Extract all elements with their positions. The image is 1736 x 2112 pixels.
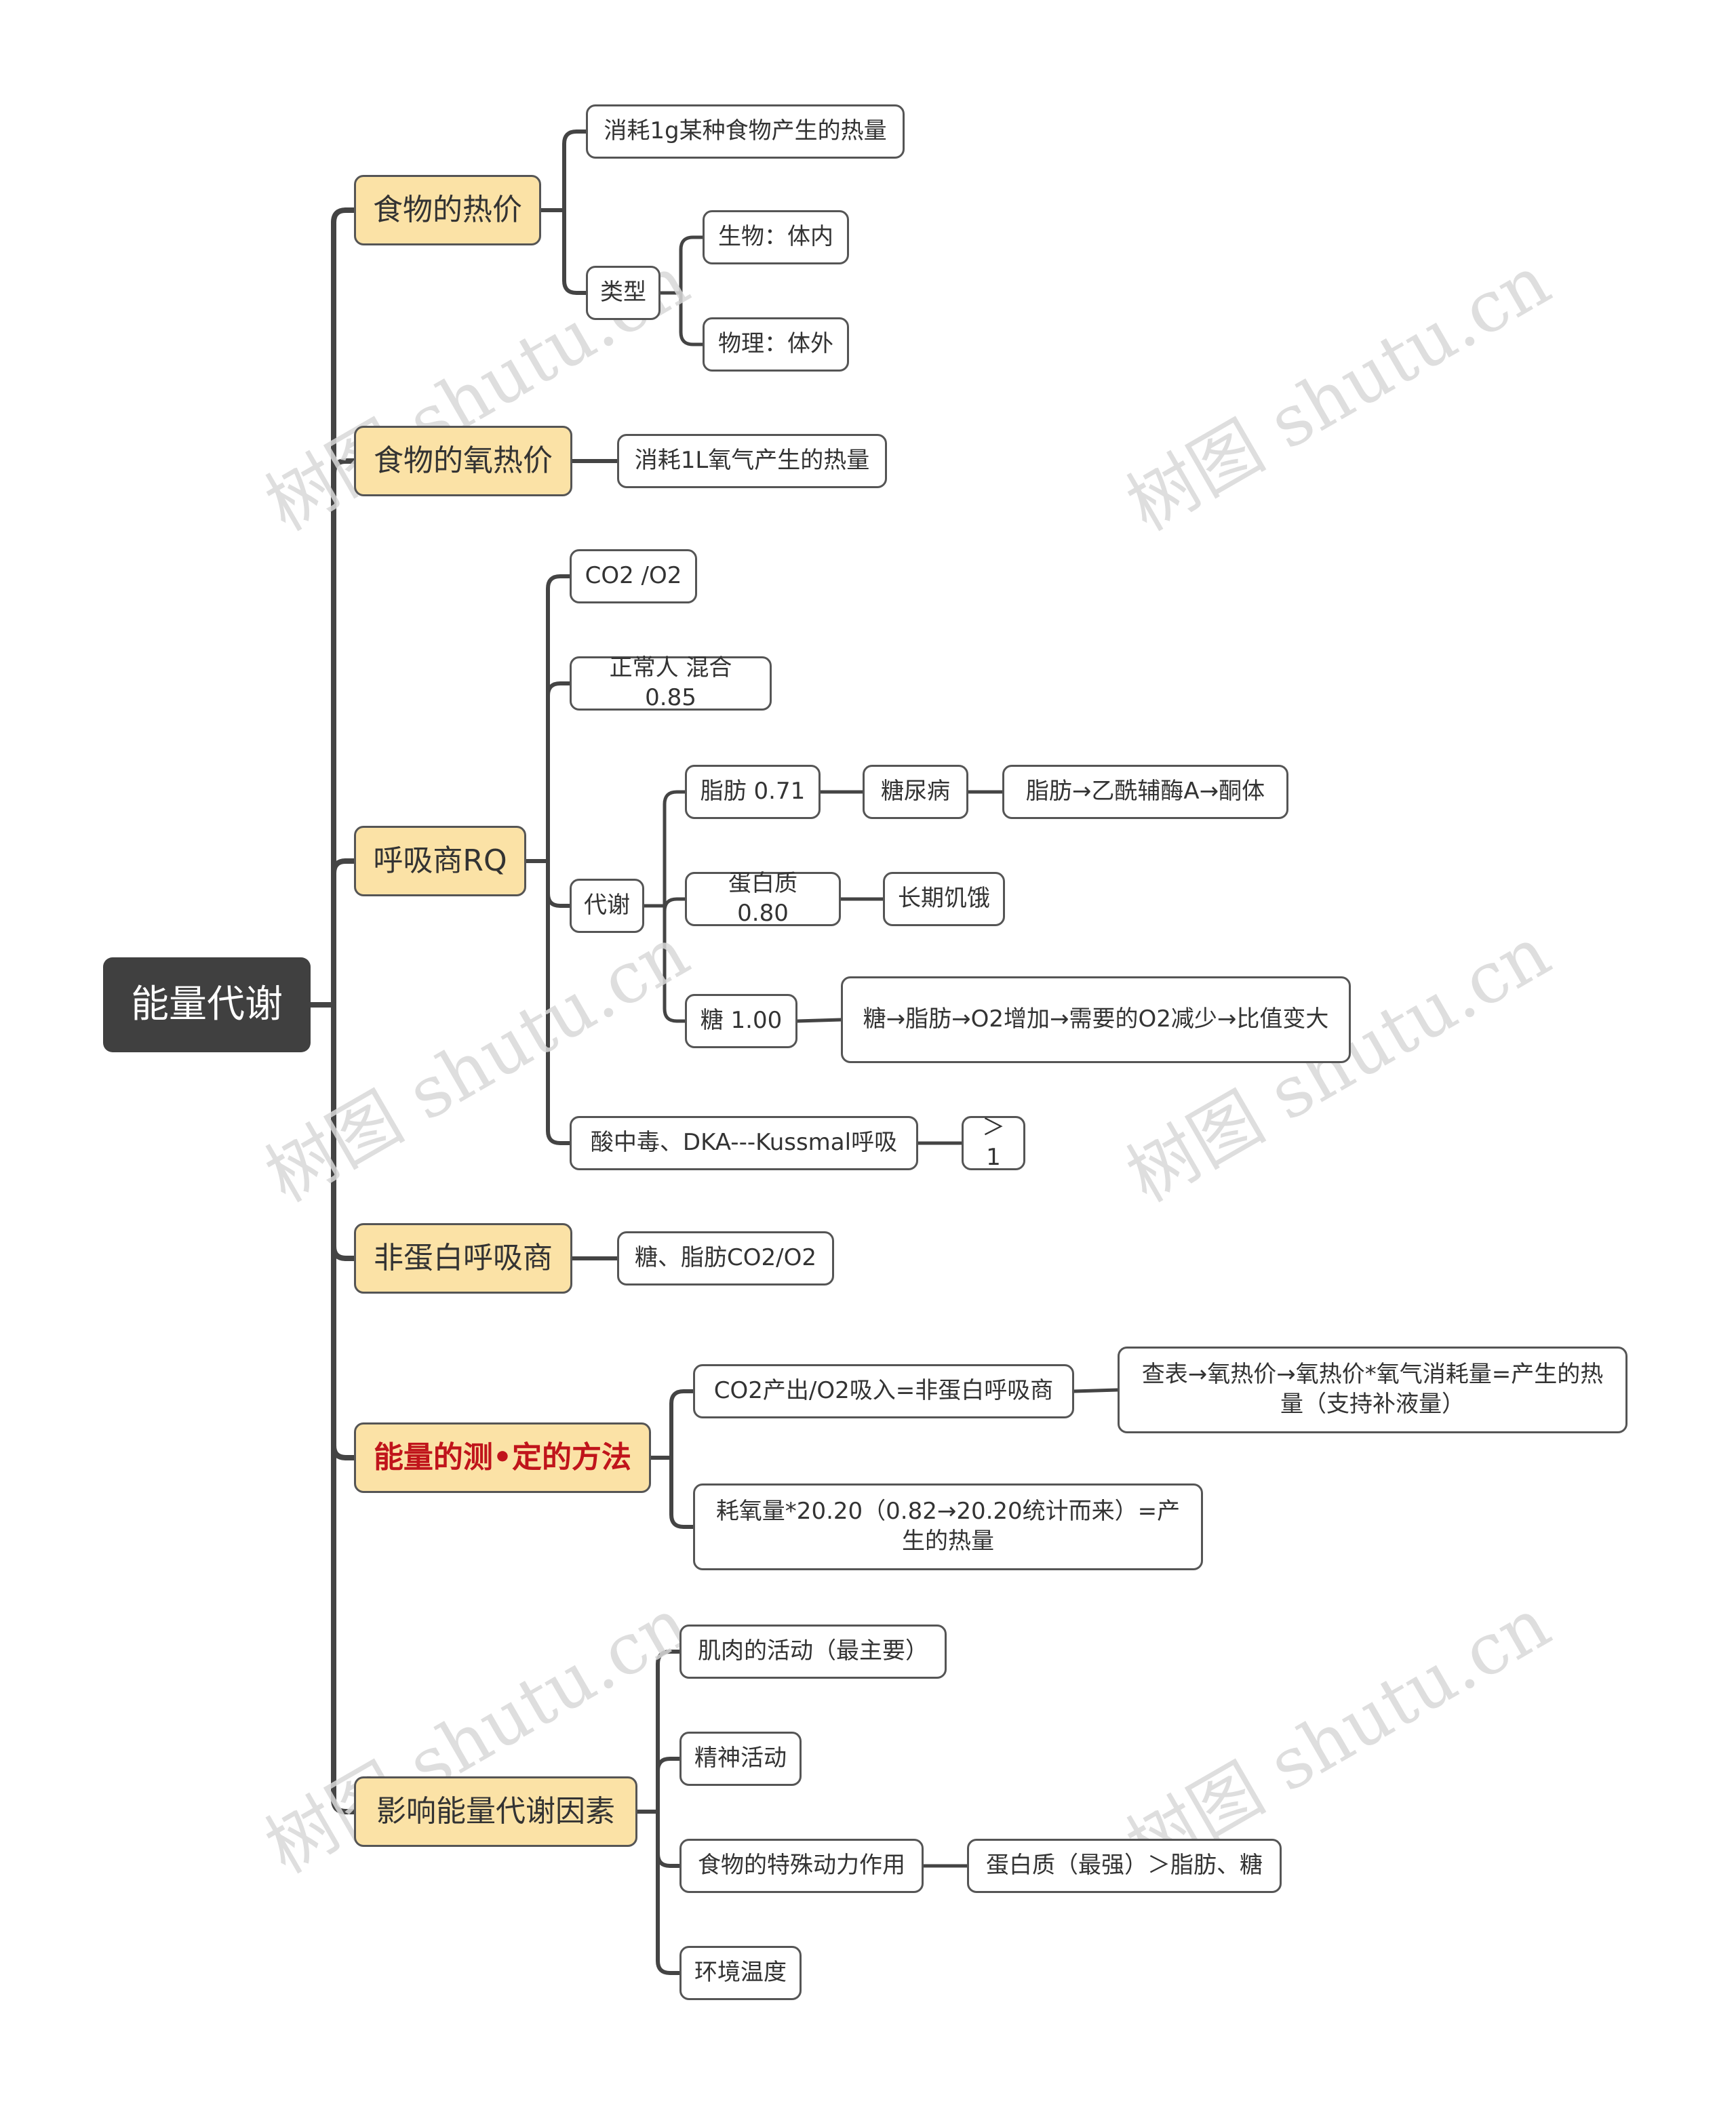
leaf-node[interactable]: 糖→脂肪→O2增加→需要的O2减少→比值变大 <box>841 976 1351 1063</box>
connector-line <box>1072 1388 1120 1393</box>
connector-line <box>656 1810 682 1868</box>
connector-line <box>546 574 572 863</box>
leaf-node[interactable]: CO2产出/O2吸入=非蛋白呼吸商 <box>693 1364 1074 1418</box>
connector-line <box>679 235 705 295</box>
leaf-node[interactable]: ＞1 <box>962 1114 1025 1171</box>
leaf-node[interactable]: 代谢 <box>570 879 644 933</box>
leaf-node[interactable]: 长期饥饿 <box>883 872 1005 926</box>
connector-line <box>546 859 572 1145</box>
connector-line <box>546 681 572 863</box>
leaf-node[interactable]: 类型 <box>586 266 660 320</box>
leaf-node[interactable]: 脂肪 0.71 <box>685 765 821 819</box>
leaf-node[interactable]: 蛋白质 0.80 <box>685 870 841 927</box>
leaf-node[interactable]: CO2 /O2 <box>570 549 697 603</box>
connector-line <box>546 859 572 908</box>
leaf-node[interactable]: 耗氧量*20.20（0.82→20.20统计而来）=产生的热量 <box>693 1483 1203 1570</box>
branch-food-oxygen-calorific-value[interactable]: 食物的氧热价 <box>354 426 572 496</box>
connector-line <box>656 1650 682 1814</box>
leaf-node[interactable]: 物理：体外 <box>703 317 849 372</box>
leaf-node[interactable]: 环境温度 <box>679 1946 802 2000</box>
connector-line <box>331 1002 357 1261</box>
connector-line <box>663 897 687 913</box>
branch-non-protein-rq[interactable]: 非蛋白呼吸商 <box>354 1223 572 1294</box>
connector-line <box>679 291 705 346</box>
branch-food-calorific-value[interactable]: 食物的热价 <box>354 175 541 245</box>
leaf-node[interactable]: 肌肉的活动（最主要） <box>679 1625 947 1679</box>
leaf-node[interactable]: 蛋白质（最强）＞脂肪、糖 <box>967 1839 1282 1893</box>
connector-line <box>669 1389 695 1460</box>
connector-line <box>669 1456 695 1529</box>
connector-line <box>331 1002 357 1460</box>
connector-line <box>331 858 357 1008</box>
connector-line <box>562 129 588 212</box>
leaf-node[interactable]: 糖、脂肪CO2/O2 <box>617 1231 834 1286</box>
leaf-node[interactable]: 糖尿病 <box>863 765 968 819</box>
connector-line <box>656 1810 682 1975</box>
branch-measurement-methods[interactable]: 能量的测•定的方法 <box>354 1422 651 1493</box>
branch-influencing-factors[interactable]: 影响能量代谢因素 <box>354 1776 637 1847</box>
connector-line <box>331 1002 357 1814</box>
branch-respiratory-quotient[interactable]: 呼吸商RQ <box>354 826 526 896</box>
connector-line <box>331 458 357 1008</box>
leaf-node[interactable]: 消耗1L氧气产生的热量 <box>617 434 887 488</box>
root-node[interactable]: 能量代谢 <box>103 957 311 1052</box>
leaf-node[interactable]: 生物：体内 <box>703 210 849 264</box>
leaf-node[interactable]: 酸中毒、DKA---Kussmal呼吸 <box>570 1116 918 1170</box>
leaf-node[interactable]: 食物的特殊动力作用 <box>679 1839 924 1893</box>
leaf-node[interactable]: 糖 1.00 <box>685 994 797 1048</box>
leaf-node[interactable]: 正常人 混合0.85 <box>570 654 772 711</box>
leaf-node[interactable]: 脂肪→乙酰辅酶A→酮体 <box>1002 765 1288 819</box>
connector-line <box>663 904 687 1023</box>
leaf-node[interactable]: 精神活动 <box>679 1732 802 1786</box>
leaf-node[interactable]: 消耗1g某种食物产生的热量 <box>586 104 905 159</box>
connector-line <box>331 207 357 1008</box>
leaf-node[interactable]: 查表→氧热价→氧热价*氧气消耗量=产生的热量（支持补液量） <box>1118 1347 1628 1433</box>
connector-line <box>663 790 687 908</box>
connector-line <box>795 1018 843 1023</box>
connector-line <box>562 208 588 295</box>
connector-line <box>656 1757 682 1814</box>
